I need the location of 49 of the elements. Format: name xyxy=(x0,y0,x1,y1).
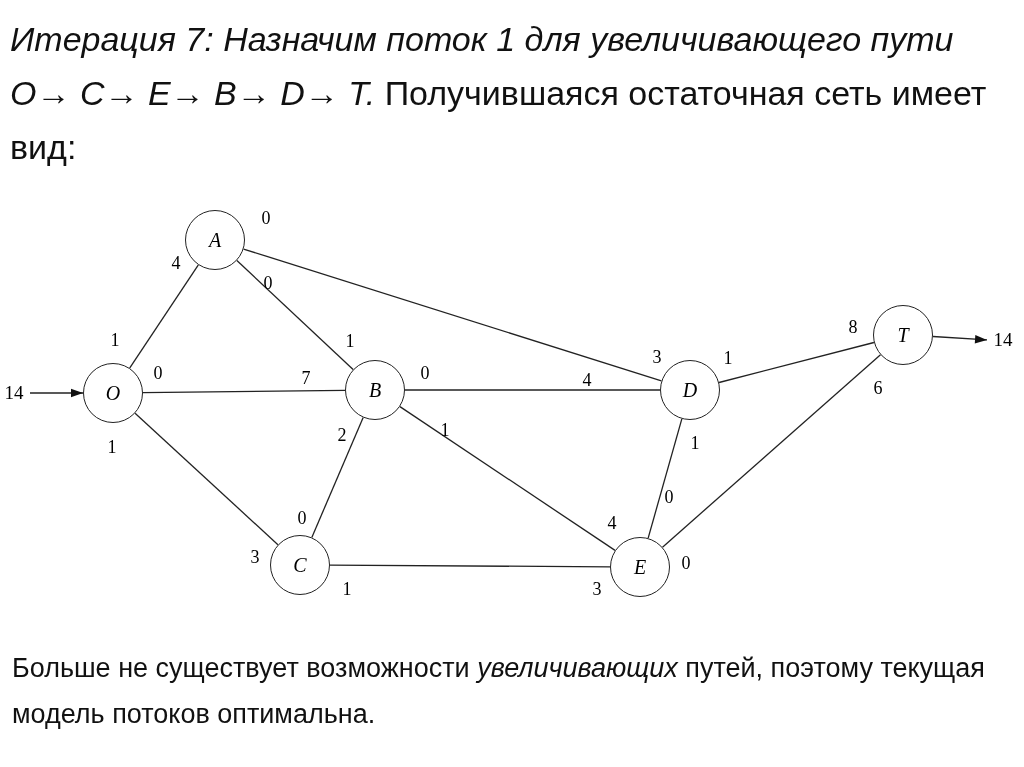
edge-line xyxy=(311,416,364,539)
capacity-label: 0 xyxy=(664,487,674,507)
capacity-label: 0 xyxy=(681,553,691,573)
node-circle: C xyxy=(270,535,330,595)
capacity-label: 1 xyxy=(107,437,117,457)
edge-line xyxy=(399,406,616,551)
capacity-label: 0 xyxy=(153,363,163,383)
edge-line xyxy=(647,418,683,539)
caption: Больше не существует возможности увеличивающих путей, поэтому текущая модель потоков оптимальна. xyxy=(12,652,986,731)
edge-line xyxy=(329,564,611,568)
capacity-label: 3 xyxy=(250,547,260,567)
capacity-label: 0 xyxy=(263,273,273,293)
node-circle: B xyxy=(345,360,405,420)
capacity-label: 0 xyxy=(261,208,271,228)
capacity-label: 6 xyxy=(873,378,883,398)
node-circle: E xyxy=(610,537,670,597)
capacity-label: 2 xyxy=(337,425,347,445)
edge-line xyxy=(404,389,661,391)
capacity-label: 4 xyxy=(171,253,181,273)
capacity-label: 4 xyxy=(607,513,617,533)
capacity-label: 0 xyxy=(420,363,430,383)
flow-value: 14 xyxy=(987,328,1019,352)
node-circle: A xyxy=(185,210,245,270)
node-circle: T xyxy=(873,305,933,365)
capacity-label: 1 xyxy=(110,330,120,350)
arrow xyxy=(29,388,84,398)
edge-line xyxy=(242,248,663,382)
node-circle: D xyxy=(660,360,720,420)
edge-line xyxy=(661,354,882,548)
edge-line xyxy=(718,341,875,384)
edge-line xyxy=(142,389,346,394)
capacity-label: 4 xyxy=(582,370,592,390)
capacity-label: 1 xyxy=(690,433,700,453)
capacity-label: 8 xyxy=(848,317,858,337)
capacity-label: 1 xyxy=(345,331,355,351)
capacity-label: 1 xyxy=(440,420,450,440)
edge-line xyxy=(236,259,354,371)
capacity-label: 3 xyxy=(652,347,662,367)
edge-line xyxy=(134,412,279,546)
title: Итерация 7: Назначим поток 1 для увеличивающего пути O→ C→ E→ B→ D→ T. Получившаяся остаточная сеть имеет вид: xyxy=(10,19,988,168)
capacity-label: 0 xyxy=(297,508,307,528)
capacity-label: 3 xyxy=(592,579,602,599)
capacity-label: 1 xyxy=(723,348,733,368)
capacity-label: 7 xyxy=(301,368,311,388)
capacity-label: 1 xyxy=(342,579,352,599)
node-circle: O xyxy=(83,363,143,423)
arrow xyxy=(932,335,988,344)
edge-line xyxy=(129,264,199,369)
flow-value: 14 xyxy=(0,381,30,405)
